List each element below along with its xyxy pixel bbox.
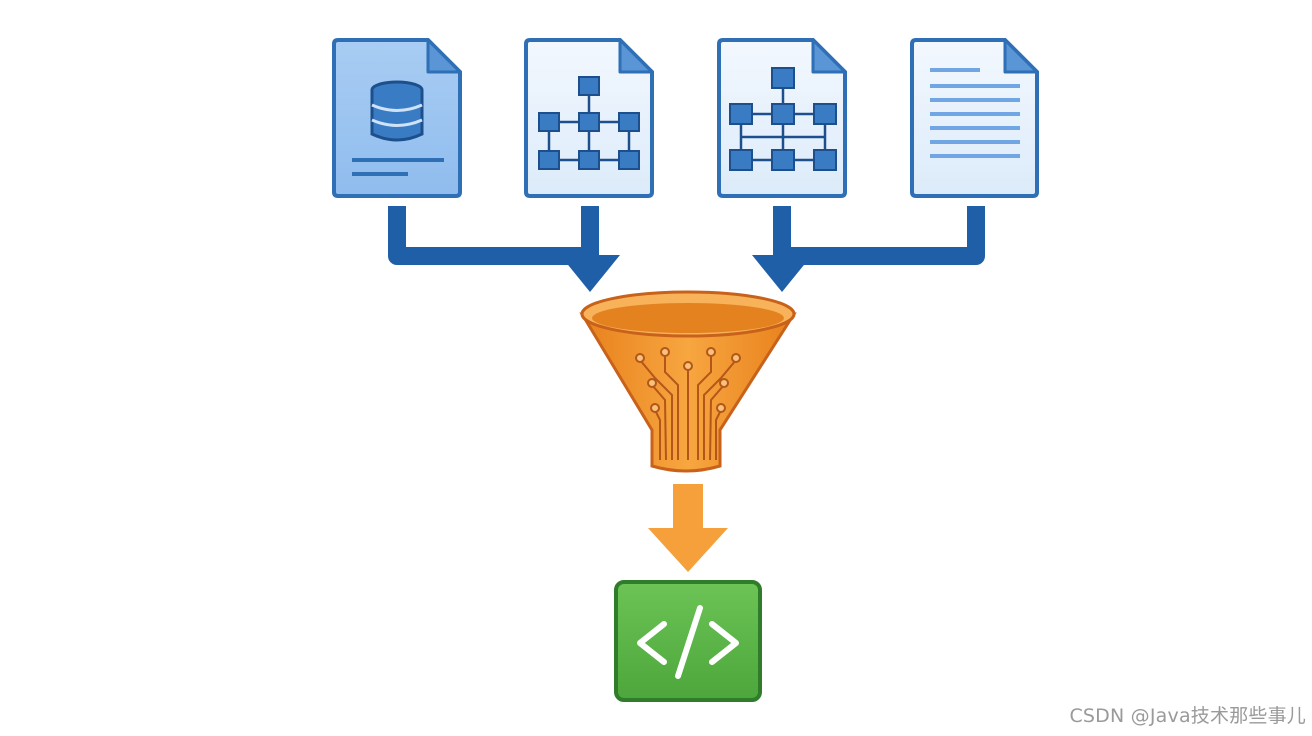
output-arrow	[648, 484, 728, 572]
flowchart-document-icon	[717, 38, 847, 198]
circuit-funnel-icon	[579, 290, 797, 473]
code-brackets-icon	[614, 580, 762, 702]
text-document-icon	[910, 38, 1039, 198]
database-icon	[370, 80, 424, 142]
arrow-head-left	[560, 255, 620, 292]
flowchart-document-icon	[524, 38, 654, 198]
database-document-icon	[332, 38, 462, 198]
watermark: CSDN @Java技术那些事儿	[1069, 705, 1306, 727]
merge-arrow-left	[388, 206, 599, 265]
merge-arrow-right	[773, 206, 985, 265]
arrow-head-right	[752, 255, 812, 292]
